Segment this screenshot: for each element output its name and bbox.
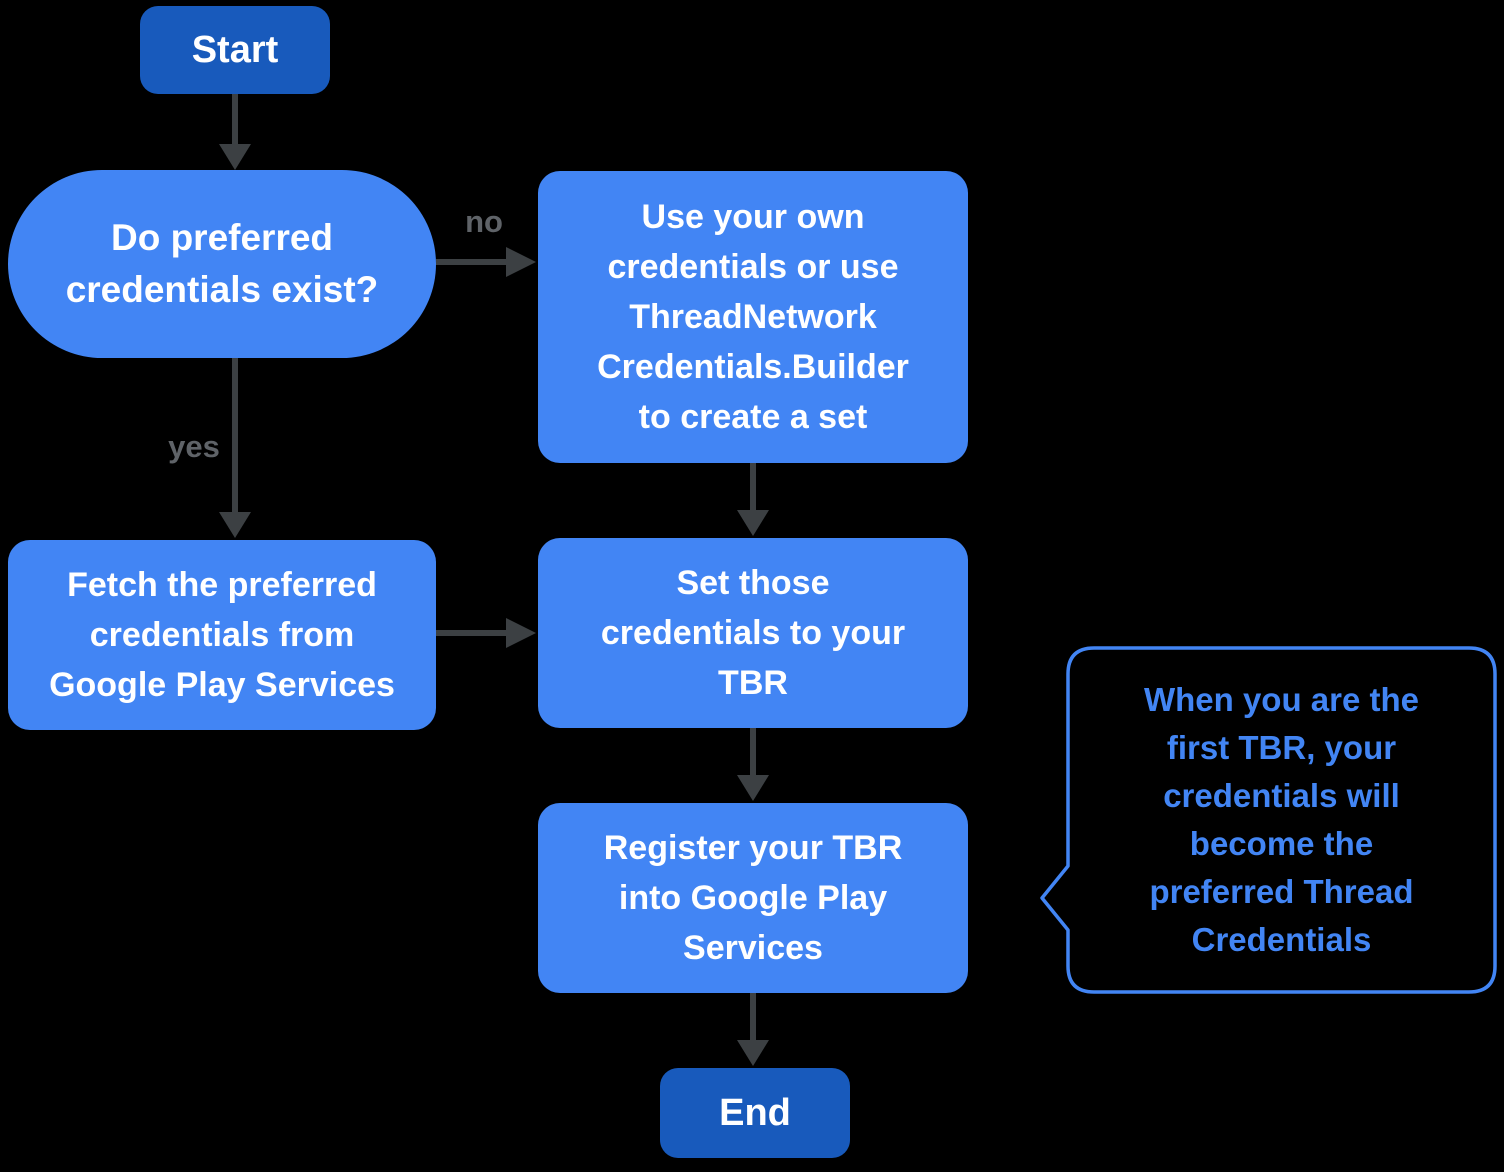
node-register-label: Register your TBR into Google Play Servi…	[603, 829, 903, 967]
arrow-register-to-end	[737, 993, 769, 1066]
arrow-fetch-to-set	[436, 618, 536, 648]
callout-note-text: When you are the first TBR, your credent…	[1143, 681, 1420, 958]
node-set-credentials-tbr: Set those credentials to your TBR	[538, 538, 968, 728]
node-fetch-label: Fetch the preferred credentials from Goo…	[49, 566, 395, 704]
node-end-label: End	[719, 1091, 791, 1134]
node-use-own-credentials: Use your own credentials or use ThreadNe…	[538, 171, 968, 463]
edge-label-yes: yes	[168, 429, 220, 464]
node-register-tbr: Register your TBR into Google Play Servi…	[538, 803, 968, 993]
node-end: End	[660, 1068, 850, 1158]
edge-label-no: no	[465, 204, 503, 239]
node-start: Start	[140, 6, 330, 94]
node-use-own-label: Use your own credentials or use ThreadNe…	[597, 198, 909, 436]
arrow-set-to-register	[737, 728, 769, 801]
arrow-start-to-decision	[219, 94, 251, 170]
arrow-use-own-to-set	[737, 463, 769, 536]
node-decision-label: Do preferred credentials exist?	[65, 217, 379, 310]
node-start-label: Start	[191, 28, 279, 71]
node-fetch-preferred-credentials: Fetch the preferred credentials from Goo…	[8, 540, 436, 730]
arrow-decision-no-to-use-own	[436, 247, 536, 277]
node-decision-preferred-credentials: Do preferred credentials exist?	[8, 170, 436, 358]
node-set-label: Set those credentials to your TBR	[600, 564, 906, 702]
